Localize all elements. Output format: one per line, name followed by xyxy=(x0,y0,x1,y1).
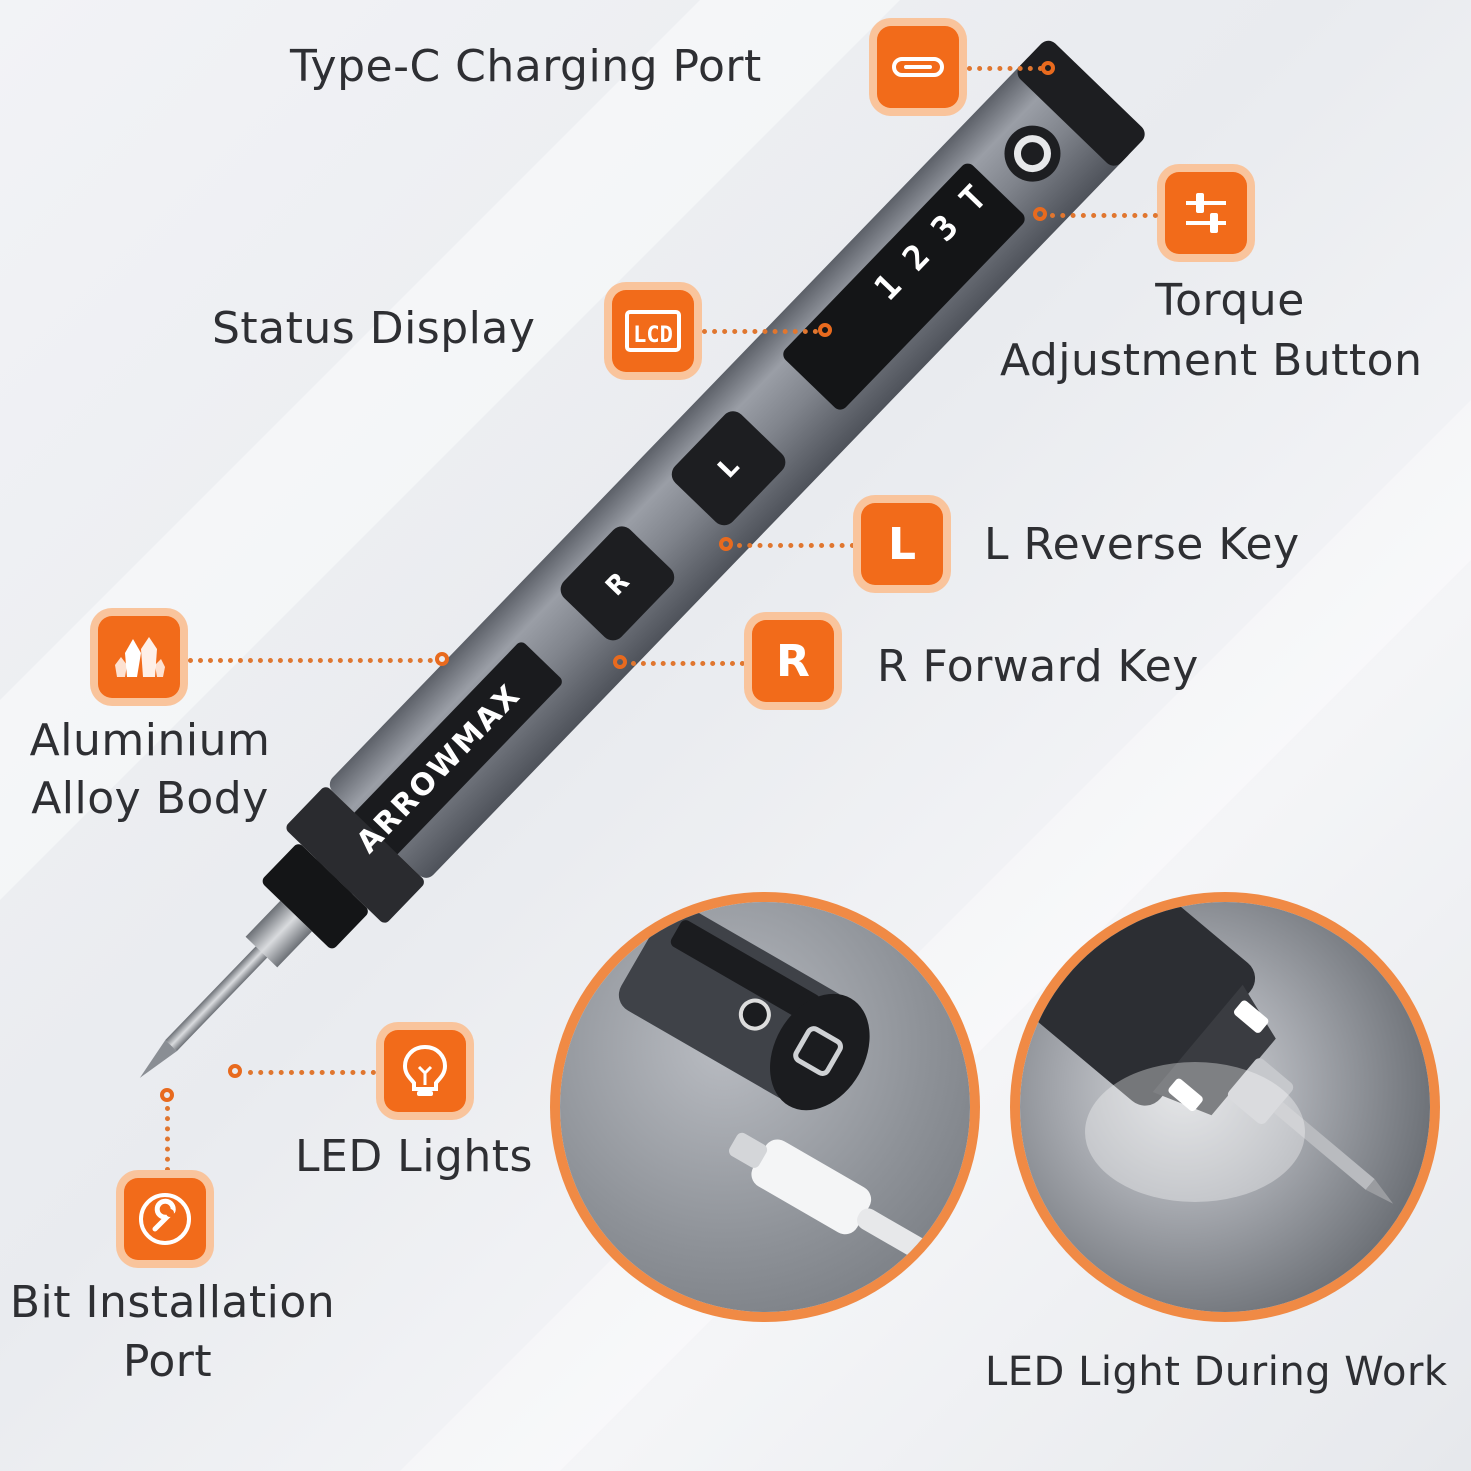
usb-c-port-icon xyxy=(892,57,944,77)
svg-text:LCD: LCD xyxy=(633,323,673,348)
body-badge xyxy=(98,616,180,698)
lightbulb-icon xyxy=(402,1044,448,1096)
l-key-leader xyxy=(737,543,855,548)
led-work-photo xyxy=(1020,902,1430,1312)
torque-leader xyxy=(1050,213,1158,218)
status-display-label: Status Display xyxy=(212,303,536,354)
lcd-icon: LCD xyxy=(625,310,681,352)
bit-shaft xyxy=(165,946,268,1052)
charging-illustration xyxy=(618,904,939,1266)
led-work-caption: LED Light During Work xyxy=(985,1349,1448,1395)
r-forward-key[interactable] xyxy=(556,521,680,645)
type-c-label: Type-C Charging Port xyxy=(290,41,762,92)
l-key-badge: L xyxy=(861,503,943,585)
brand-plate xyxy=(315,642,562,895)
torque-button[interactable] xyxy=(993,114,1072,193)
led-badge xyxy=(384,1030,466,1112)
body-label-line1: Aluminium xyxy=(29,715,271,766)
body-leader xyxy=(188,658,433,663)
status-display-dot xyxy=(818,323,832,337)
status-display-badge: LCD xyxy=(612,290,694,372)
status-display-leader xyxy=(702,329,818,334)
r-key-leader xyxy=(631,661,745,666)
crystal-icon xyxy=(115,637,165,677)
l-reverse-key-label: L Reverse Key xyxy=(984,519,1300,570)
r-key-dot xyxy=(613,655,627,669)
torque-label-line2: Adjustment Button xyxy=(1000,335,1423,386)
led-work-illustration xyxy=(1020,902,1394,1204)
r-key-badge: R xyxy=(752,620,834,702)
wrench-icon xyxy=(139,1193,191,1245)
led-leader xyxy=(248,1070,376,1075)
bit-dot xyxy=(160,1088,174,1102)
bit-leader xyxy=(165,1106,170,1172)
r-forward-key-label: R Forward Key xyxy=(877,641,1199,692)
bit-label-line1: Bit Installation xyxy=(9,1277,336,1328)
status-display xyxy=(783,163,1025,410)
bit-holder xyxy=(245,900,312,968)
l-reverse-key[interactable] xyxy=(667,406,791,530)
bit-label-line2: Port xyxy=(122,1336,213,1387)
sliders-icon xyxy=(1186,193,1226,233)
led-lights-label: LED Lights xyxy=(295,1131,533,1182)
torque-label-line1: Torque xyxy=(1155,275,1305,326)
led-collar xyxy=(262,844,368,949)
torque-badge xyxy=(1165,172,1247,254)
body-label-line2: Alloy Body xyxy=(31,773,269,824)
torque-dot xyxy=(1033,207,1047,221)
type-c-leader xyxy=(967,66,1043,71)
bit-badge xyxy=(124,1178,206,1260)
body-dot xyxy=(435,652,449,666)
l-key-dot xyxy=(719,537,733,551)
led-dot xyxy=(228,1064,242,1078)
charging-photo xyxy=(560,902,970,1312)
type-c-dot xyxy=(1041,61,1055,75)
type-c-badge xyxy=(877,26,959,108)
